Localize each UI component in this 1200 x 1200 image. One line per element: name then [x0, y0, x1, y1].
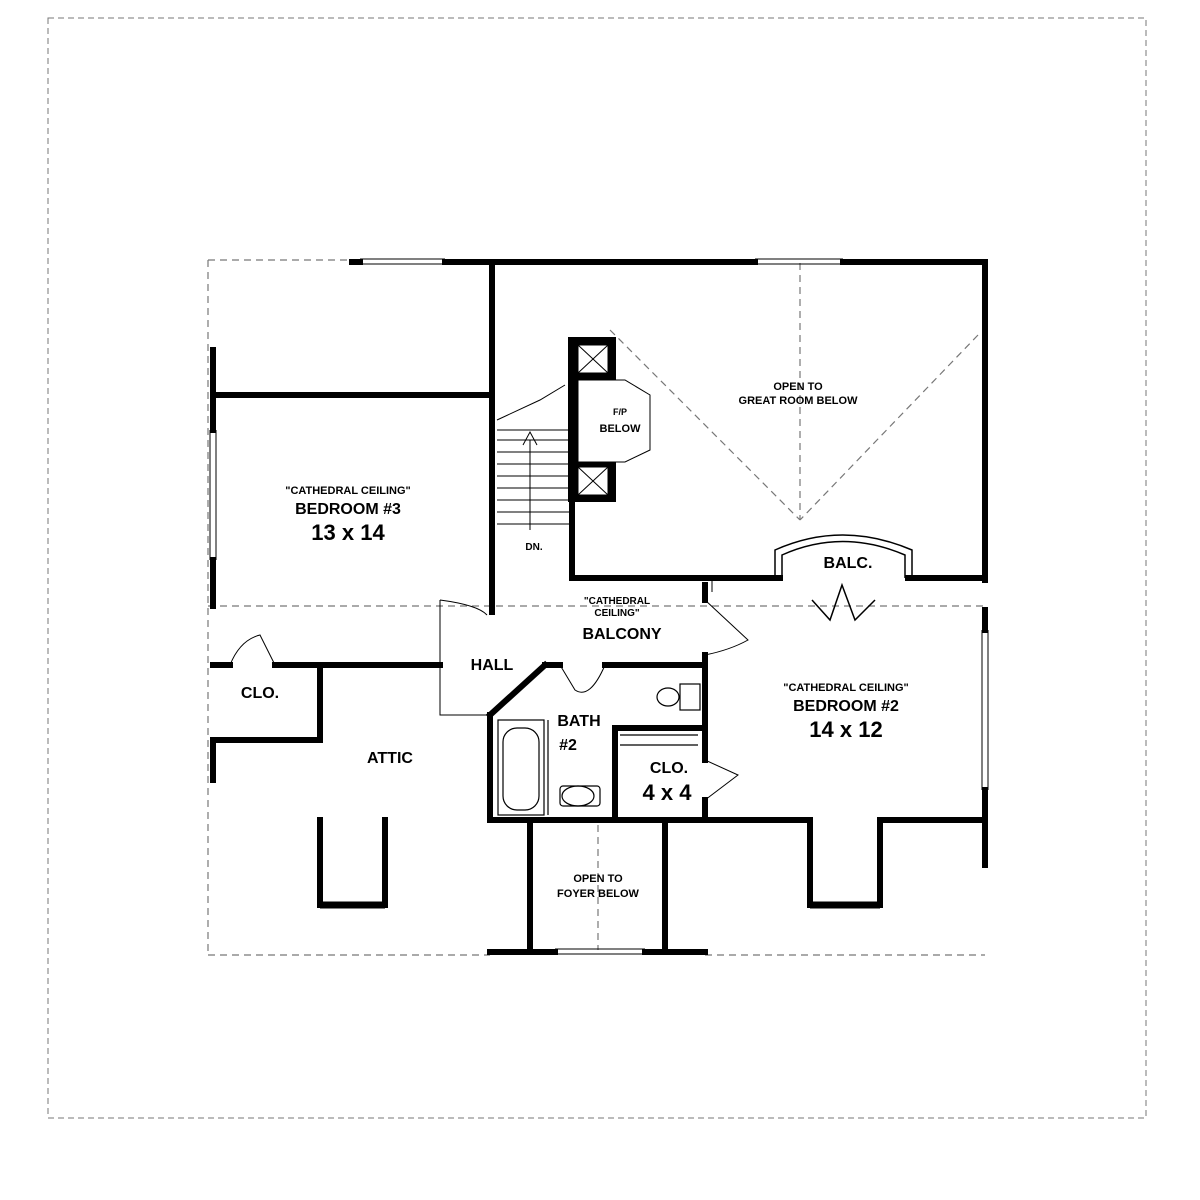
closet-right-line1: CLO.	[650, 760, 688, 777]
windows	[209, 258, 989, 955]
room-labels: "CATHEDRAL CEILING" BEDROOM #3 13 x 14 O…	[241, 381, 909, 900]
walls	[210, 259, 988, 955]
balc-label: BALC.	[824, 555, 873, 572]
great-room-line1: OPEN TO	[773, 381, 823, 393]
balcony-bay	[774, 534, 913, 622]
fireplace-line1: F/P	[613, 407, 627, 417]
bedroom3-note: "CATHEDRAL CEILING"	[285, 485, 411, 497]
bedroom3-size: 13 x 14	[311, 520, 385, 545]
bedroom2-name: BEDROOM #2	[793, 698, 899, 715]
bath2-line2: #2	[559, 737, 577, 754]
hall-label: HALL	[471, 657, 514, 674]
stairs	[496, 384, 570, 530]
foyer-line1: OPEN TO	[573, 873, 623, 885]
bath2-line1: BATH	[557, 713, 600, 730]
bedroom2-size: 14 x 12	[809, 717, 882, 742]
attic-label: ATTIC	[367, 750, 413, 767]
closet-right-line2: 4 x 4	[643, 780, 693, 805]
great-room-line2: GREAT ROOM BELOW	[739, 395, 859, 407]
foyer-line2: FOYER BELOW	[557, 888, 640, 900]
bath-fixtures	[497, 683, 701, 816]
bedroom2-note: "CATHEDRAL CEILING"	[783, 682, 909, 694]
sheet-border	[47, 17, 1147, 1119]
balcony-note-line1: "CATHEDRAL	[584, 596, 650, 607]
balcony-note-line2: CEILING"	[594, 608, 640, 619]
doors	[229, 579, 749, 801]
bedroom3-name: BEDROOM #3	[295, 501, 401, 518]
stairs-label: DN.	[525, 542, 542, 553]
balcony-name: BALCONY	[582, 626, 661, 643]
fireplace-line2: BELOW	[600, 423, 642, 435]
closet-left-label: CLO.	[241, 685, 279, 702]
dashed-outline	[207, 259, 985, 956]
fireplace	[568, 337, 651, 502]
